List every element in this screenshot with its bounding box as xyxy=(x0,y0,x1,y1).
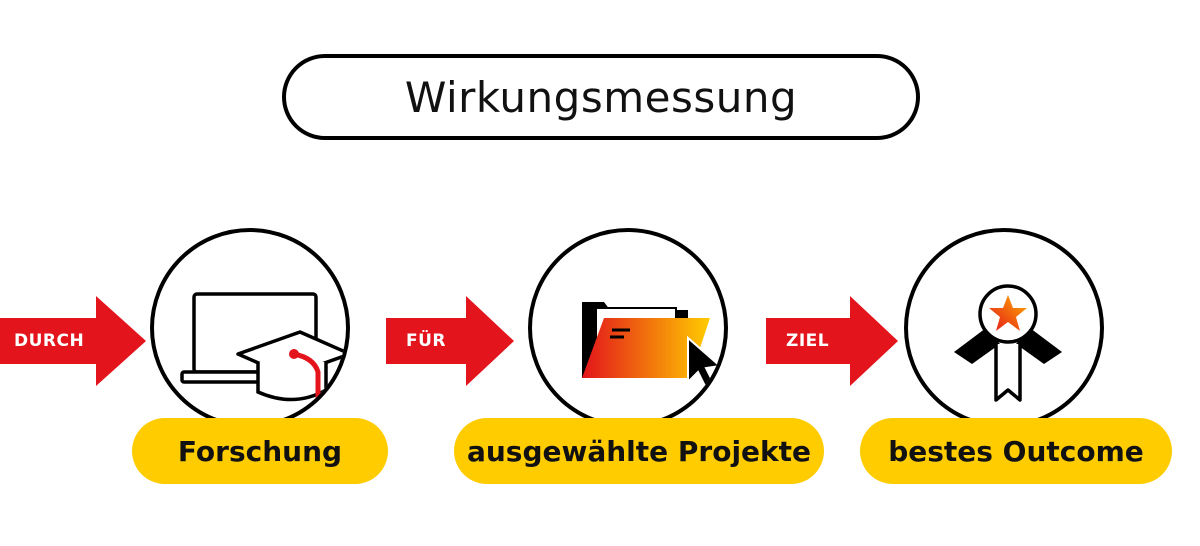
step-icon-circle-projekte xyxy=(528,228,728,428)
step-label-pill-outcome: bestes Outcome xyxy=(860,418,1172,484)
connector-label-fuer: FÜR xyxy=(406,331,447,351)
arrow-ziel: ZIEL xyxy=(766,296,918,386)
step-label-projekte: ausgewählte Projekte xyxy=(466,434,812,468)
folder-cursor-icon xyxy=(582,302,723,390)
arrow-durch-icon xyxy=(0,296,146,386)
title-pill: Wirkungsmessung xyxy=(282,54,920,140)
award-ribbon-star-icon xyxy=(954,284,1062,402)
arrow-durch: DURCH xyxy=(0,296,152,386)
step-label-outcome: bestes Outcome xyxy=(888,434,1144,468)
step-label-pill-projekte: ausgewählte Projekte xyxy=(454,418,824,484)
title-text: Wirkungsmessung xyxy=(404,72,798,122)
step-icon-circle-outcome xyxy=(904,228,1104,428)
arrow-fuer: FÜR xyxy=(386,296,538,386)
connector-label-ziel: ZIEL xyxy=(786,331,830,351)
arrow-fuer-icon xyxy=(386,296,514,386)
laptop-graduation-cap-icon xyxy=(180,292,346,407)
arrow-ziel-icon xyxy=(766,296,898,386)
connector-label-durch: DURCH xyxy=(14,331,85,351)
step-label-forschung: Forschung xyxy=(177,434,343,468)
step-label-pill-forschung: Forschung xyxy=(132,418,388,484)
step-icon-circle-forschung xyxy=(150,228,350,428)
